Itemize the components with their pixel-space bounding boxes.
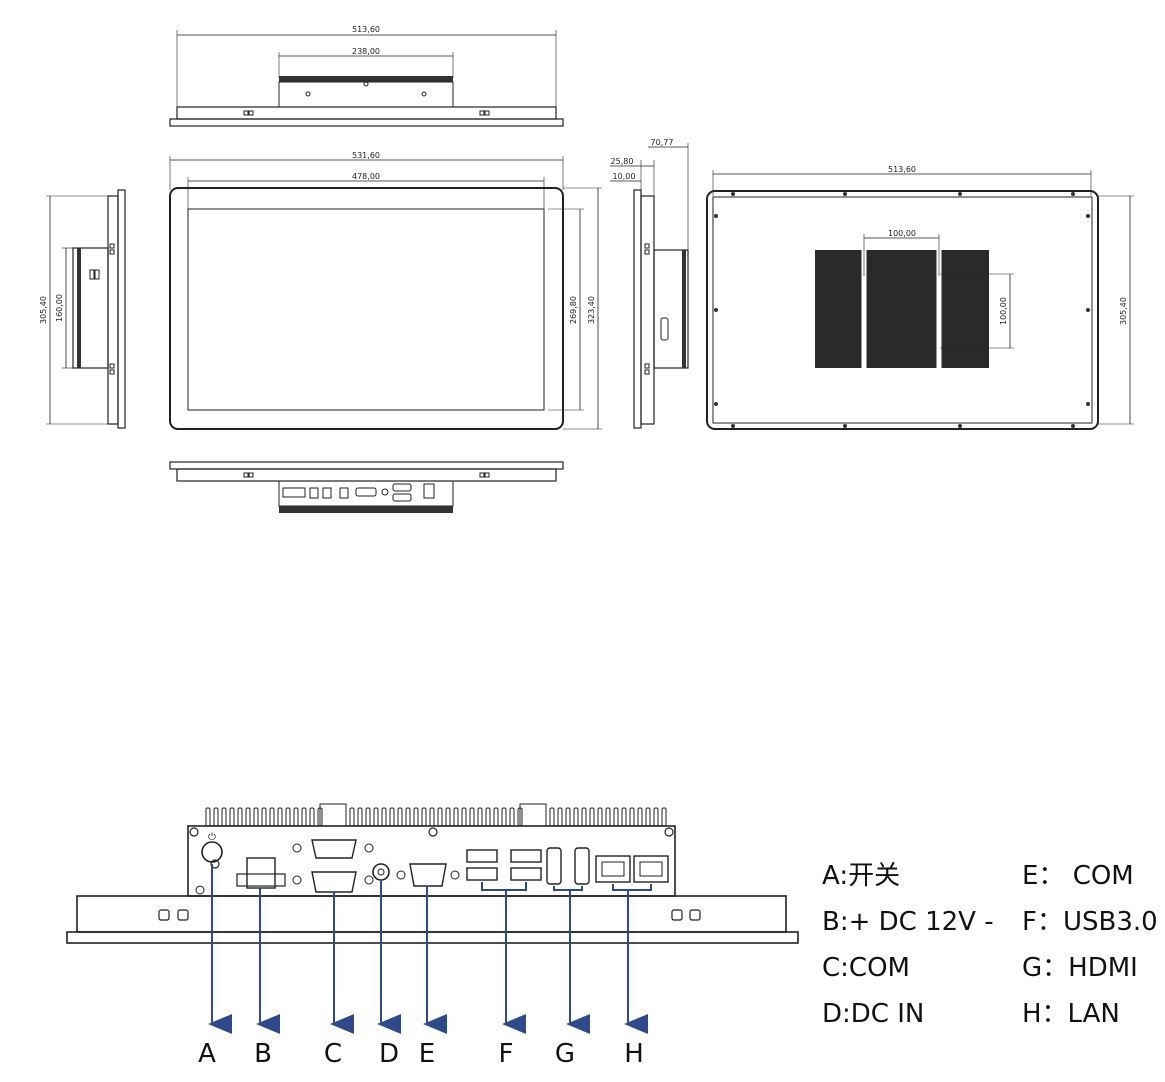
front-view: 531,60 478,00 269,80 323,40 (169, 151, 602, 430)
heat-fin (373, 807, 379, 827)
heat-fin (445, 807, 451, 827)
heat-fin (573, 807, 579, 827)
com-ports (292, 839, 374, 893)
heat-fin (301, 807, 307, 827)
power-icon: ⏻ (208, 832, 216, 843)
heat-fin (621, 807, 627, 827)
legend-f: F：USB3.0 (1022, 907, 1158, 937)
heat-fin (405, 807, 411, 827)
heat-fin (357, 807, 363, 827)
port-letter-e: E (419, 1039, 435, 1069)
port-letter-d: D (379, 1039, 399, 1069)
heat-fin (285, 807, 291, 827)
heat-fin (277, 807, 283, 827)
port-detail-view: ⏻ (66, 803, 799, 944)
heat-fin (437, 807, 443, 827)
legend-e: E： COM (1022, 861, 1134, 891)
heat-fin (365, 807, 371, 827)
heat-fin (597, 807, 603, 827)
heat-fin (245, 807, 251, 827)
dim-top-width: 513,60 (352, 25, 380, 34)
fin-block (519, 803, 547, 827)
heat-fin (205, 807, 211, 827)
heat-fin (613, 807, 619, 827)
dim-left-height: 305,40 (39, 296, 48, 324)
usb-ports (466, 849, 542, 881)
right-side-view: 70,77 25,80 10,00 (610, 138, 689, 429)
heat-fin (469, 807, 475, 827)
heat-fin (501, 807, 507, 827)
detail-fins (205, 803, 667, 827)
legend-g: G：HDMI (1022, 953, 1138, 983)
heat-fin (461, 807, 467, 827)
dim-back-vesa-h: 100,00 (999, 297, 1008, 325)
heat-fin (477, 807, 483, 827)
dim-front-width: 531,60 (352, 151, 380, 160)
heat-fin (645, 807, 651, 827)
dim-front-inner: 478,00 (352, 172, 380, 181)
port-letter-g: G (555, 1039, 575, 1069)
heat-fin (269, 807, 275, 827)
heat-fin (485, 807, 491, 827)
heat-fin (653, 807, 659, 827)
port-arrows (208, 864, 652, 1034)
legend-c: C:COM (822, 953, 910, 983)
heat-fin (413, 807, 419, 827)
heat-fin (589, 807, 595, 827)
back-view: 513,60 100,00 100,00 305,40 (706, 165, 1134, 430)
heat-fin (349, 807, 355, 827)
heat-fin (493, 807, 499, 827)
heatsink (815, 250, 989, 368)
heat-fin (605, 807, 611, 827)
dim-front-h1: 269,80 (569, 296, 578, 324)
legend-d: D:DC IN (822, 999, 924, 1029)
top-view: 513,60 238,00 (169, 25, 564, 127)
heat-fin (309, 807, 315, 827)
dim-back-vesa-w: 100,00 (888, 229, 916, 238)
port-letter-h: H (624, 1039, 644, 1069)
heat-fin (557, 807, 563, 827)
dim-back-height: 305,40 (1119, 297, 1128, 325)
heat-fin (261, 807, 267, 827)
heat-fin (397, 807, 403, 827)
heat-fin (565, 807, 571, 827)
heat-fin (389, 807, 395, 827)
heat-fin (381, 807, 387, 827)
heat-fin (453, 807, 459, 827)
legend-b: B:+ DC 12V - (822, 907, 994, 937)
heat-fin (229, 807, 235, 827)
port-letter-a: A (198, 1039, 216, 1069)
heat-fin (429, 807, 435, 827)
fin-block (319, 803, 347, 827)
legend-h: H：LAN (1022, 999, 1120, 1029)
heat-fin (293, 807, 299, 827)
legend: A:开关 B:+ DC 12V - C:COM D:DC IN E： COM F… (822, 861, 1158, 1029)
bottom-view (169, 461, 564, 513)
dim-left-inner: 160,00 (55, 294, 64, 322)
dim-side-d2: 10,00 (613, 172, 636, 181)
port-letter-c: C (324, 1039, 342, 1069)
heat-fin (221, 807, 227, 827)
dim-top-inner: 238,00 (352, 47, 380, 56)
port-letter-f: F (499, 1039, 514, 1069)
dim-side-d1: 25,80 (611, 157, 634, 166)
heat-fin (509, 807, 515, 827)
heat-fin (661, 807, 667, 827)
heat-fin (629, 807, 635, 827)
left-side-view: 305,40 160,00 (39, 189, 126, 429)
heat-fin (213, 807, 219, 827)
dim-back-width: 513,60 (888, 165, 916, 174)
dim-side-depth: 70,77 (651, 138, 674, 147)
port-letters: A B C D E F G H (198, 1039, 644, 1069)
dim-front-h2: 323,40 (587, 296, 596, 324)
port-letter-b: B (254, 1039, 272, 1069)
heat-fin (253, 807, 259, 827)
heat-fin (581, 807, 587, 827)
heat-fin (637, 807, 643, 827)
heat-fin (421, 807, 427, 827)
legend-a: A:开关 (822, 861, 900, 891)
heat-fin (549, 807, 555, 827)
heat-fin (237, 807, 243, 827)
